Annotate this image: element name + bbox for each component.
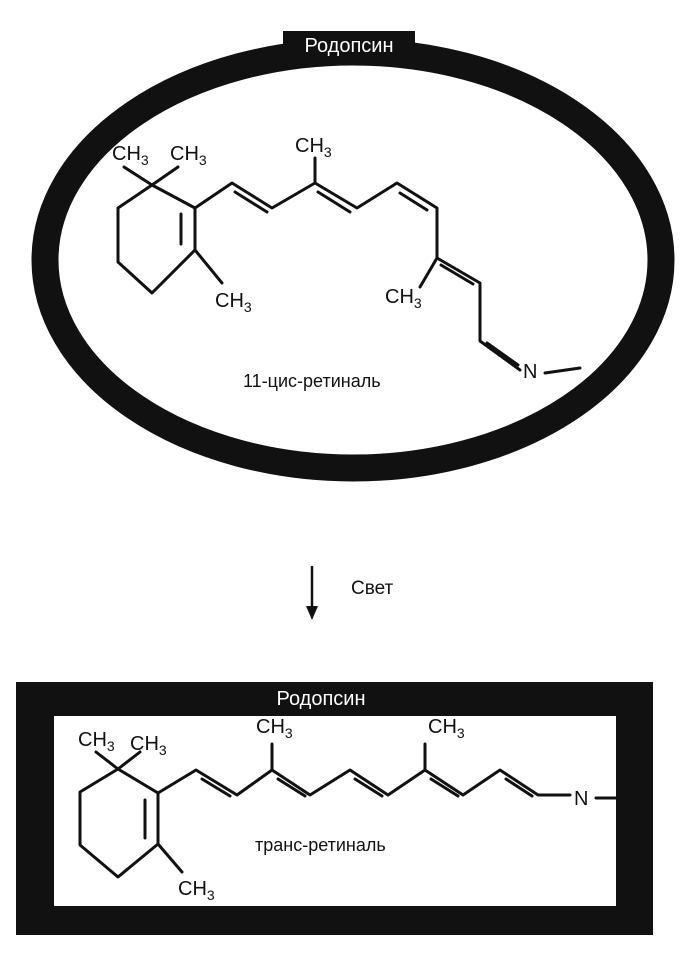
methyl-label: CH3: [256, 716, 293, 741]
arrow-head-icon: [306, 606, 318, 620]
methyl-label: CH3: [295, 135, 332, 160]
methyl-label: CH3: [215, 290, 252, 315]
methyl-label: CH3: [178, 878, 215, 903]
protein-tag-bg: [254, 684, 388, 712]
methyl-label: CH3: [385, 286, 422, 311]
protein-label: Родопсин: [305, 35, 394, 57]
molecule-label: транс-ретиналь: [255, 835, 386, 855]
bottom-panel: Родопсин CH3 CH3 CH3 CH3 CH3 N транс-рет…: [16, 682, 653, 935]
nitrogen-label: N: [523, 361, 537, 383]
light-transition: Свет: [306, 566, 394, 620]
rhodopsin-frame: [16, 682, 653, 935]
ring: [78, 750, 184, 879]
methyl-label: CH3: [112, 143, 149, 168]
light-label: Свет: [351, 578, 394, 599]
polyene-chain: [156, 742, 624, 800]
molecule-label: 11-цис-ретиналь: [243, 371, 381, 391]
rhodopsin-ellipse: [31, 38, 675, 482]
methyl-label: CH3: [130, 733, 167, 758]
methyl-label: CH3: [170, 143, 207, 168]
methyl-label: CH3: [428, 716, 465, 741]
nitrogen-label: N: [574, 788, 588, 810]
methyl-label: CH3: [78, 729, 115, 754]
ring: [116, 165, 224, 295]
top-panel: Родопсин CH3 CH3 CH3 CH3 CH3 N 11-цис-ре…: [31, 31, 675, 482]
protein-tag-bg: [283, 31, 415, 59]
protein-label: Родопсин: [277, 688, 366, 710]
polyene-chain: [193, 156, 582, 375]
